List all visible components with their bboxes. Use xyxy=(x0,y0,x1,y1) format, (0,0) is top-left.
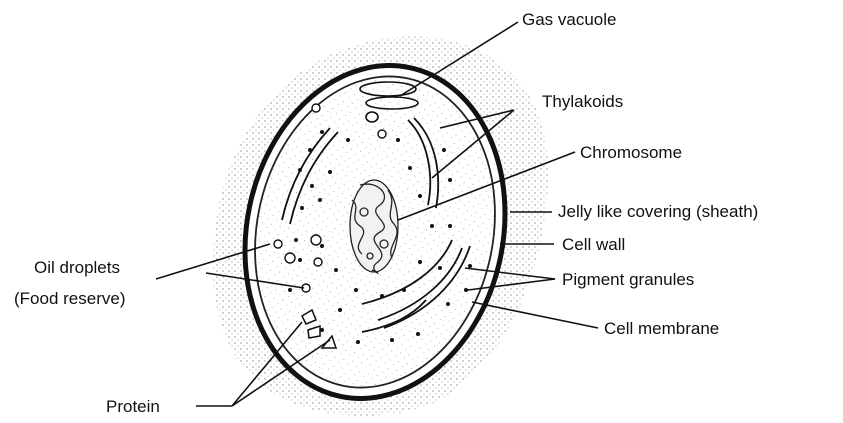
label-thylakoids: Thylakoids xyxy=(542,92,623,111)
label-pigment-granules: Pigment granules xyxy=(562,270,694,289)
label-oil-droplets: Oil droplets xyxy=(34,258,120,277)
label-cell-wall: Cell wall xyxy=(562,235,625,254)
chromosome xyxy=(350,180,398,273)
label-food-reserve: (Food reserve) xyxy=(14,289,125,308)
label-sheath: Jelly like covering (sheath) xyxy=(558,202,758,221)
label-chromosome: Chromosome xyxy=(580,143,682,162)
label-protein: Protein xyxy=(106,397,160,416)
label-cell-membrane: Cell membrane xyxy=(604,319,719,338)
label-gas-vacuole: Gas vacuole xyxy=(522,10,617,29)
